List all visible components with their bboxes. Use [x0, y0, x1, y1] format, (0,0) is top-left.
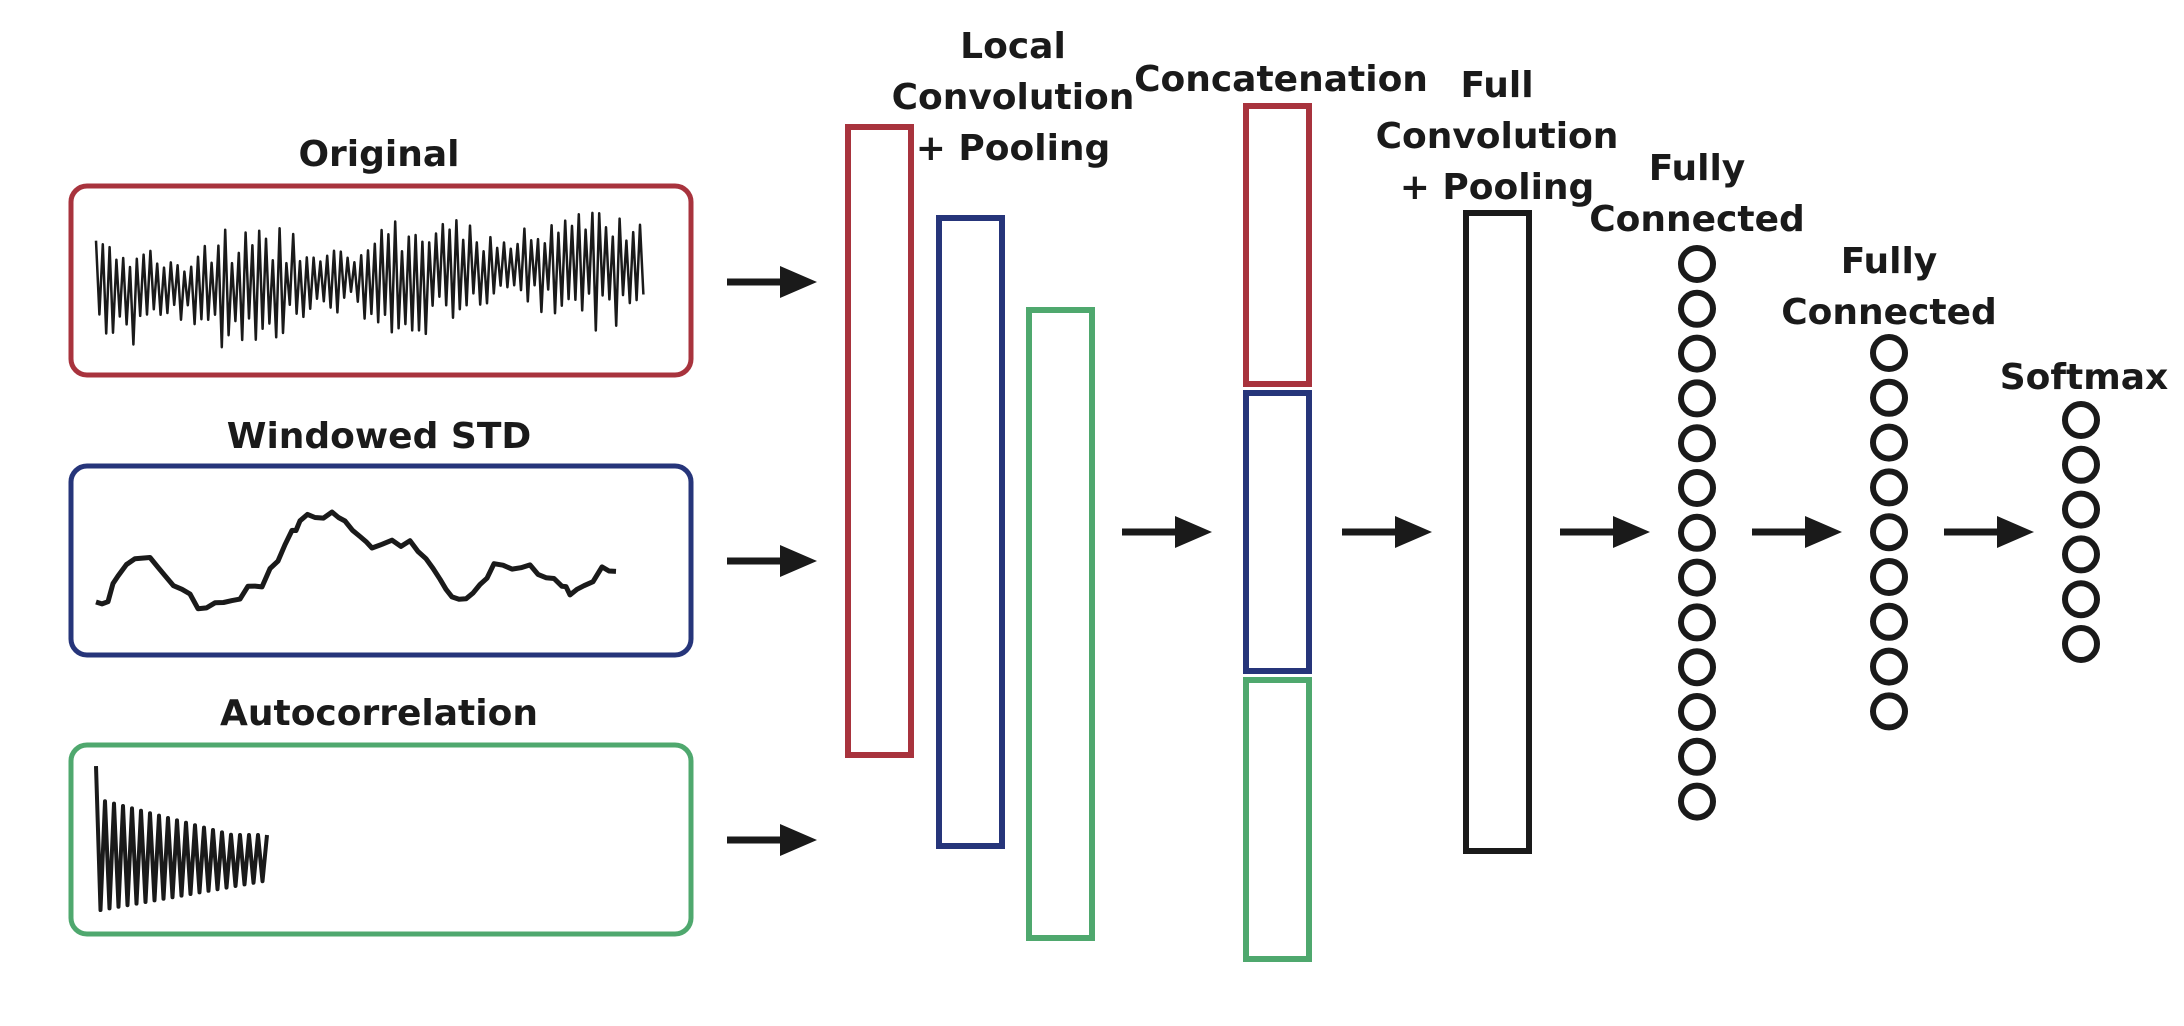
arrow-to-fully-connected-2	[1752, 516, 1842, 548]
fc1-node	[1678, 245, 1716, 283]
arrow-original-to-local-conv	[727, 266, 817, 298]
fc1-label-line1: Fully	[1649, 148, 1746, 189]
fc1-node	[1678, 737, 1716, 776]
softmax-node	[2062, 401, 2100, 439]
fc2-node	[1870, 647, 1908, 686]
autocorrelation-panel	[68, 742, 694, 937]
softmax-node	[2062, 445, 2100, 484]
full-conv-label-line2: Convolution	[1376, 116, 1619, 157]
fc2-node	[1870, 692, 1908, 731]
softmax-label: Softmax	[2000, 357, 2169, 398]
concat-segment-std	[1243, 390, 1312, 674]
fc1-node	[1678, 782, 1716, 821]
fc1-node	[1678, 513, 1716, 552]
fully-connected-1-nodes	[1678, 245, 1716, 821]
softmax-nodes	[2062, 401, 2100, 663]
fc1-node	[1678, 424, 1716, 463]
windowed-std-title: Windowed STD	[227, 416, 532, 457]
concatenation-label: Concatenation	[1134, 59, 1428, 100]
local-conv-layer-std	[936, 215, 1005, 849]
arrow-to-fully-connected-1	[1560, 516, 1650, 548]
windowed-std-waveform	[95, 509, 617, 612]
concat-segment-original	[1243, 103, 1312, 387]
fully-connected-2-nodes	[1870, 334, 1908, 731]
fc2-label-line2: Connected	[1781, 292, 1997, 333]
fc2-node	[1870, 378, 1908, 417]
fc1-node	[1678, 469, 1716, 507]
arrow-auto-to-local-conv	[727, 824, 817, 856]
softmax-node	[2062, 580, 2100, 619]
local-conv-label-line2: Convolution	[892, 77, 1135, 118]
arrow-std-to-local-conv	[727, 545, 817, 577]
arrow-to-concatenation	[1122, 516, 1212, 548]
fc2-node	[1870, 558, 1908, 596]
softmax-node	[2062, 625, 2100, 663]
original-waveform	[94, 211, 645, 349]
arrow-to-softmax	[1944, 516, 2034, 548]
concat-segment-autocorrelation	[1243, 677, 1312, 962]
local-conv-label-line3: + Pooling	[916, 128, 1111, 169]
original-title: Original	[298, 134, 459, 175]
original-signal-panel	[68, 183, 694, 378]
full-conv-layer	[1463, 210, 1532, 854]
autocorrelation-title: Autocorrelation	[220, 693, 538, 734]
arrow-to-full-conv	[1342, 516, 1432, 548]
full-conv-label-line1: Full	[1460, 65, 1533, 106]
fc1-node	[1678, 558, 1716, 597]
fc1-node	[1678, 693, 1716, 731]
local-conv-layer-autocorrelation	[1026, 307, 1095, 941]
full-conv-label-line3: + Pooling	[1400, 167, 1595, 208]
fc1-node	[1678, 379, 1716, 418]
local-conv-label-line1: Local	[960, 26, 1066, 67]
fc1-label-line2: Connected	[1589, 199, 1805, 240]
fc2-label-line1: Fully	[1841, 241, 1938, 282]
fc2-node	[1870, 334, 1908, 372]
local-conv-layer-original	[845, 124, 914, 758]
fc2-node	[1870, 513, 1908, 552]
fc1-node	[1678, 289, 1716, 328]
fc1-node	[1678, 603, 1716, 642]
fc1-node	[1678, 334, 1716, 373]
windowed-std-panel	[68, 463, 694, 658]
fc2-node	[1870, 602, 1908, 641]
autocorrelation-waveform	[94, 765, 269, 912]
fc2-node	[1870, 468, 1908, 507]
fc1-node	[1678, 648, 1716, 687]
softmax-node	[2062, 535, 2100, 574]
fc2-node	[1870, 423, 1908, 462]
softmax-node	[2062, 490, 2100, 529]
